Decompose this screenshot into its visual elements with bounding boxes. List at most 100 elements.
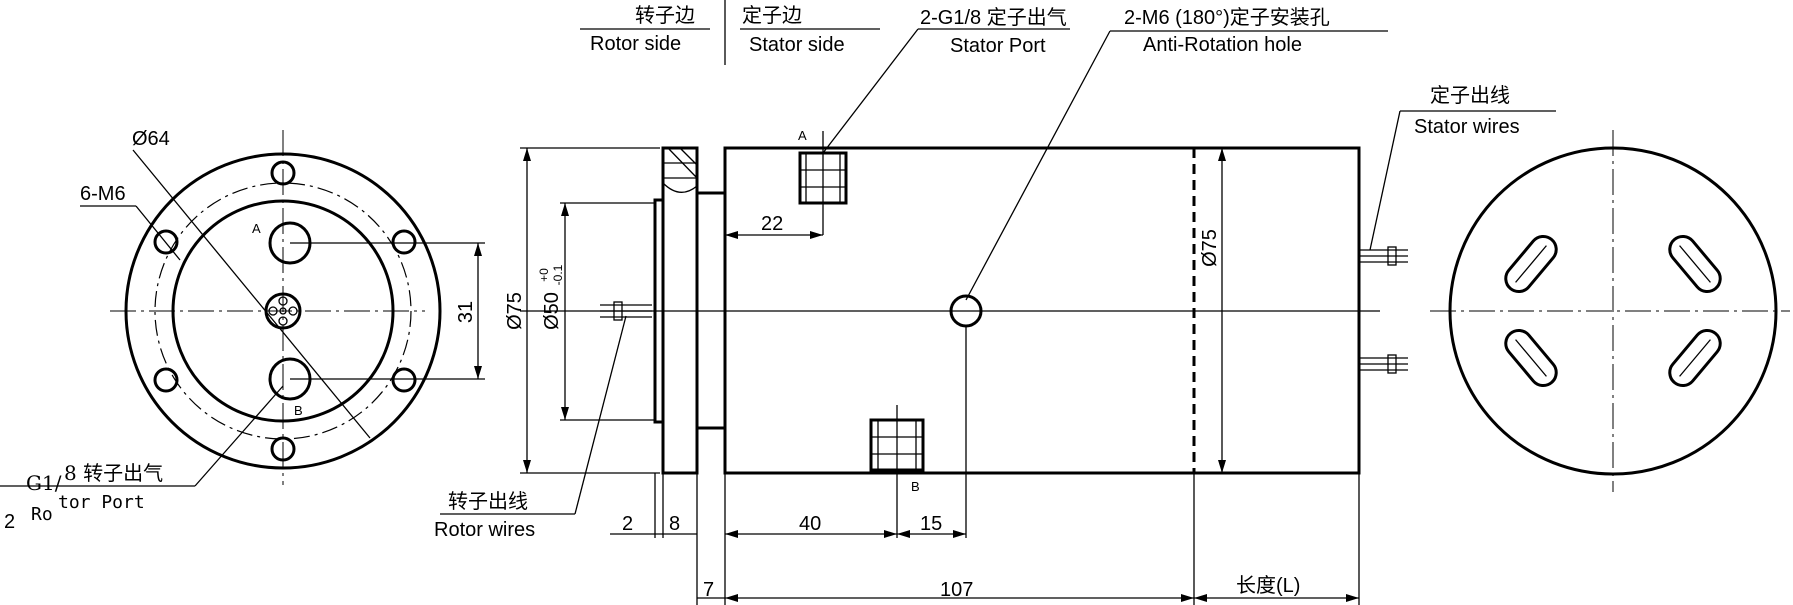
- rotor-port-en-b: tor Port: [58, 492, 145, 513]
- anti-rotation-title: 2-M6 (180°)定子安装孔: [1124, 6, 1330, 29]
- connector-pin: [278, 296, 288, 306]
- dim-40-text: 40: [799, 513, 821, 535]
- dia64-text: Ø64: [132, 128, 170, 150]
- wire-slot-strand: [1515, 245, 1547, 283]
- wire-slot-strand: [1679, 245, 1711, 283]
- wire-slot: [1668, 328, 1722, 388]
- rotor-port-leader: [194, 385, 284, 487]
- stator-wire-clip: [1387, 246, 1397, 266]
- stator-port-title: 2-G1/8 定子出气: [920, 6, 1067, 29]
- stator-port-en: Stator Port: [950, 35, 1046, 57]
- stator-port-leader: [822, 28, 919, 154]
- dim-arrow: [725, 530, 738, 538]
- flange-hatch: [679, 147, 698, 166]
- wire-slot: [1504, 234, 1558, 294]
- left-flange-outer: [124, 152, 442, 470]
- dim-arrow: [474, 366, 482, 379]
- dim-arrow: [884, 530, 897, 538]
- dim-2-text: 2: [622, 513, 633, 535]
- dim-arrow: [561, 407, 569, 420]
- rotor-side-cn: 转子边: [635, 4, 695, 27]
- main-body: [723, 146, 1361, 475]
- stator-wires-cn: 定子出线: [1430, 84, 1510, 107]
- dim-arrow: [897, 530, 910, 538]
- dim-arrow: [474, 243, 482, 256]
- left-bolt-hole: [391, 367, 417, 393]
- connector-pin: [268, 306, 278, 316]
- stator-side-cn: 定子边: [742, 4, 802, 27]
- dim-15-text: 15: [920, 513, 942, 535]
- wire-slot-strand: [1679, 339, 1711, 377]
- right-end-view: [1430, 130, 1790, 492]
- stator-wires-en: Stator wires: [1414, 116, 1520, 138]
- right-end-outer: [1448, 146, 1778, 476]
- dim-arrow: [523, 460, 531, 473]
- side-port-a-label: A: [798, 128, 807, 143]
- wire-slot-outline: [1668, 328, 1722, 388]
- dim-50-tol-minus: -0.1: [551, 264, 565, 285]
- stator-wires-leader: [1369, 110, 1401, 251]
- rotor-wires-en: Rotor wires: [434, 519, 535, 541]
- dim-arrow: [523, 148, 531, 161]
- left-bolt-hole: [153, 367, 179, 393]
- header-callouts: 转子边 Rotor side 定子边 Stator side 2-G1/8 定子…: [434, 0, 1556, 541]
- left-port-b-label: B: [294, 403, 303, 418]
- rotor-port-callout: G1/ 8 转子出气 2 Ro tor Port: [0, 385, 284, 533]
- length-label-text: 长度(L): [1236, 574, 1300, 597]
- dim-22-text: 22: [761, 213, 783, 235]
- wire-slot-strand: [1515, 339, 1547, 377]
- dim-arrow: [1194, 594, 1207, 602]
- left-body-circle: [171, 199, 395, 423]
- wire-slot-outline: [1504, 328, 1558, 388]
- left-end-view: 31 Ø64 6-M6 A B: [80, 128, 485, 485]
- flange-break: [662, 182, 698, 193]
- left-bolt-hole: [270, 436, 296, 462]
- dim-arrow: [725, 231, 738, 239]
- stator-wire-clip: [1387, 354, 1397, 374]
- left-bolt-hole: [270, 160, 296, 186]
- anti-rotation-leader: [965, 30, 1111, 301]
- dim-31-text: 31: [455, 301, 477, 323]
- rotor-port-digit: 2: [4, 511, 15, 533]
- dia64-leader: [132, 149, 371, 439]
- anti-rotation-en: Anti-Rotation hole: [1143, 34, 1302, 56]
- dim-107-text: 107: [940, 579, 973, 601]
- rotor-hub: [653, 198, 665, 424]
- left-bolt-hole: [153, 229, 179, 255]
- holes-6m6-text: 6-M6: [80, 183, 126, 205]
- rotor-wire-clip: [613, 301, 623, 321]
- dim-8-text: 8: [669, 513, 680, 535]
- rotor-wires-cn: 转子出线: [448, 490, 528, 513]
- wire-slot: [1668, 234, 1722, 294]
- dim-arrow: [810, 231, 823, 239]
- dim-75-left-text: Ø75: [504, 292, 526, 330]
- rotor-port-en-a: Ro: [31, 504, 53, 525]
- dim-7-text: 7: [703, 579, 714, 601]
- stator-side-en: Stator side: [749, 34, 845, 56]
- rotor-wires-leader: [574, 315, 627, 515]
- rotor-port-text-1: G1/: [26, 471, 62, 495]
- left-bolt-hole: [391, 229, 417, 255]
- connector-pin: [278, 316, 288, 326]
- dim-75-right-text: Ø75: [1199, 229, 1221, 267]
- connector-pin: [288, 306, 298, 316]
- dim-arrow: [1218, 148, 1226, 161]
- wire-slot-outline: [1668, 234, 1722, 294]
- wire-slot-outline: [1504, 234, 1558, 294]
- dim-arrow: [1346, 594, 1359, 602]
- dim-arrow: [561, 203, 569, 216]
- left-port-a-label: A: [252, 221, 261, 236]
- flange-hatch: [667, 147, 698, 179]
- dim-arrow: [953, 530, 966, 538]
- rotor-side-en: Rotor side: [590, 33, 681, 55]
- wire-slot: [1504, 328, 1558, 388]
- side-view: A B Ø75 Ø50: [504, 128, 1408, 605]
- side-port-b-label: B: [911, 479, 920, 494]
- holes-leader: [135, 205, 181, 261]
- dim-50-tol-plus: +0: [537, 268, 551, 282]
- rotor-port-text-2: 8 转子出气: [64, 461, 163, 485]
- connector-pin: [279, 307, 287, 315]
- dim-arrow: [1181, 594, 1194, 602]
- dim-arrow: [1218, 460, 1226, 473]
